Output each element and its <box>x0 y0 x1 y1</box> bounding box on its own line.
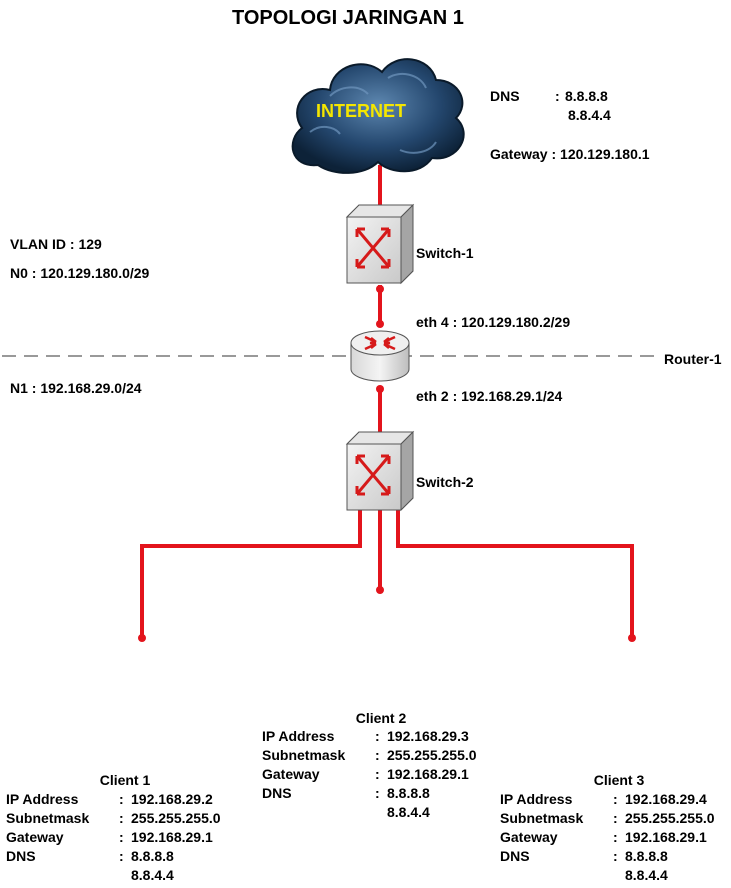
client-1-dns-1: 8.8.8.8 <box>131 848 174 864</box>
internet-label: INTERNET <box>316 101 406 121</box>
client-2-dns-2: 8.8.4.4 <box>387 804 430 820</box>
gateway-label: Gateway <box>6 829 64 845</box>
gateway-label: Gateway <box>262 766 320 782</box>
internet-cloud-icon <box>291 58 465 174</box>
client-1-mask: 255.255.255.0 <box>131 810 221 826</box>
mask-label: Subnetmask <box>6 810 90 826</box>
internet-dns-sep: : <box>555 88 560 104</box>
client-1-dns-2: 8.8.4.4 <box>131 867 174 883</box>
ip-label: IP Address <box>262 728 335 744</box>
link-switch2-client3 <box>396 508 634 638</box>
network-n0: N0 : 120.129.180.0/29 <box>10 265 150 281</box>
link-switch2-client1 <box>140 508 362 638</box>
network-links <box>140 165 634 638</box>
client-2-name: Client 2 <box>355 710 407 726</box>
client-2-config: IP Address:192.168.29.3 Subnetmask:255.2… <box>262 728 477 820</box>
mask-label: Subnetmask <box>500 810 584 826</box>
diagram-title: TOPOLOGI JARINGAN 1 <box>232 7 464 29</box>
network-n1: N1 : 192.168.29.0/24 <box>10 380 142 396</box>
client-2-gateway: 192.168.29.1 <box>387 766 469 782</box>
router-1-icon <box>350 330 410 382</box>
client-2-ip: 192.168.29.3 <box>387 728 469 744</box>
internet-dns-2: 8.8.4.4 <box>568 107 611 123</box>
dns-label: DNS <box>262 785 292 801</box>
client-3-mask: 255.255.255.0 <box>625 810 715 826</box>
client-1-config: IP Address:192.168.29.2 Subnetmask:255.2… <box>6 791 221 883</box>
client-1-ip: 192.168.29.2 <box>131 791 213 807</box>
internet-dns-label: DNS <box>490 88 520 104</box>
client-3-config: IP Address:192.168.29.4 Subnetmask:255.2… <box>500 791 715 883</box>
client-3-gateway: 192.168.29.1 <box>625 829 707 845</box>
client-2-mask: 255.255.255.0 <box>387 747 477 763</box>
client-2-dns-1: 8.8.8.8 <box>387 785 430 801</box>
switch-1-label: Switch-1 <box>416 245 474 261</box>
internet-gateway: Gateway : 120.129.180.1 <box>490 146 650 162</box>
client-1-name: Client 1 <box>99 772 151 788</box>
internet-dns-1: 8.8.8.8 <box>565 88 608 104</box>
vlan-id: VLAN ID : 129 <box>10 236 102 252</box>
gateway-label: Gateway <box>500 829 558 845</box>
router-1-label: Router-1 <box>664 351 722 367</box>
switch-1-icon <box>345 203 415 285</box>
client-3-name: Client 3 <box>593 772 645 788</box>
ip-label: IP Address <box>6 791 79 807</box>
router-eth2-label: eth 2 : 192.168.29.1/24 <box>416 388 563 404</box>
dns-label: DNS <box>500 848 530 864</box>
ip-label: IP Address <box>500 791 573 807</box>
client-3-dns-2: 8.8.4.4 <box>625 867 668 883</box>
mask-label: Subnetmask <box>262 747 346 763</box>
dns-label: DNS <box>6 848 36 864</box>
link-endpoints <box>138 285 636 642</box>
router-eth4-label: eth 4 : 120.129.180.2/29 <box>416 314 571 330</box>
client-3-ip: 192.168.29.4 <box>625 791 707 807</box>
client-3-dns-1: 8.8.8.8 <box>625 848 668 864</box>
switch-2-icon <box>345 430 415 512</box>
client-1-gateway: 192.168.29.1 <box>131 829 213 845</box>
switch-2-label: Switch-2 <box>416 474 474 490</box>
